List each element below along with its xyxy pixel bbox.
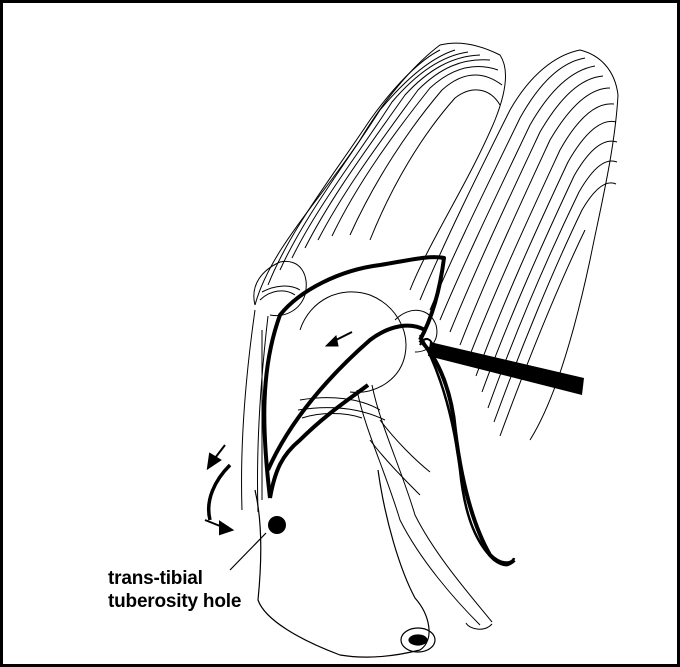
graft-direction-arrows <box>205 445 232 534</box>
tuberosity-hole-label: trans-tibial tuberosity hole <box>108 567 241 613</box>
label-line-2: tuberosity hole <box>108 590 241 613</box>
joint-arrow <box>326 332 352 346</box>
posterior-muscles <box>420 50 618 440</box>
femoral-condyles <box>298 292 437 420</box>
tuberosity-hole-marker <box>268 516 286 534</box>
graft-loop <box>264 257 514 563</box>
tibia <box>255 470 435 657</box>
label-line-1: trans-tibial <box>108 567 241 590</box>
